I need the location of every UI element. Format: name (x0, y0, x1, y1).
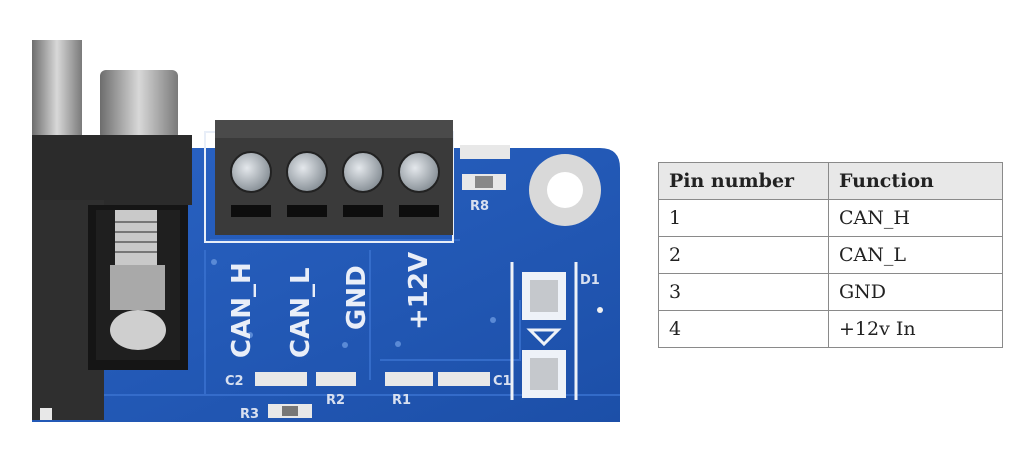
screw-3 (342, 151, 384, 193)
silk-r3: R3 (240, 407, 259, 422)
smd-components-bottom (40, 372, 490, 420)
pin-function-table: Pin number Function 1 CAN_H 2 CAN_L 3 GN… (658, 162, 1003, 348)
silk-c2: C2 (225, 374, 244, 389)
header-pin-number: Pin number (658, 162, 829, 200)
header-function: Function (828, 162, 1003, 200)
db9-connector (32, 40, 192, 420)
screw-4 (398, 151, 440, 193)
terminal-block (204, 120, 454, 243)
cell-function: CAN_L (828, 236, 1003, 274)
terminal-screws (230, 151, 440, 193)
cell-pin: 2 (658, 236, 829, 274)
table-row: 4 +12v In (658, 310, 1003, 348)
smd-pads-top (460, 145, 510, 190)
table-row: 3 GND (658, 273, 1003, 311)
silk-r1: R1 (392, 393, 411, 408)
silk-can-l: CAN_L (286, 267, 316, 358)
cell-pin: 3 (658, 273, 829, 311)
table-row: 2 CAN_L (658, 236, 1003, 274)
silk-c1: C1 (493, 374, 512, 389)
silk-d1: D1 (580, 273, 600, 288)
screw-2 (286, 151, 328, 193)
silk-r2: R2 (326, 393, 345, 408)
diode-d1 (510, 262, 578, 400)
screw-1 (230, 151, 272, 193)
silk-gnd: GND (342, 265, 372, 330)
cell-pin: 1 (658, 199, 829, 237)
silk-12v: +12V (404, 252, 434, 330)
board-photo: CAN_H CAN_L GND +12V C2 R2 R1 C1 R3 R8 D… (32, 40, 620, 422)
cell-function: GND (828, 273, 1003, 311)
silk-can-h: CAN_H (227, 262, 257, 358)
table-header-row: Pin number Function (658, 162, 1003, 200)
cell-function: +12v In (828, 310, 1003, 348)
silk-r8: R8 (470, 199, 489, 214)
cell-pin: 4 (658, 310, 829, 348)
table-row: 1 CAN_H (658, 199, 1003, 237)
cell-function: CAN_H (828, 199, 1003, 237)
